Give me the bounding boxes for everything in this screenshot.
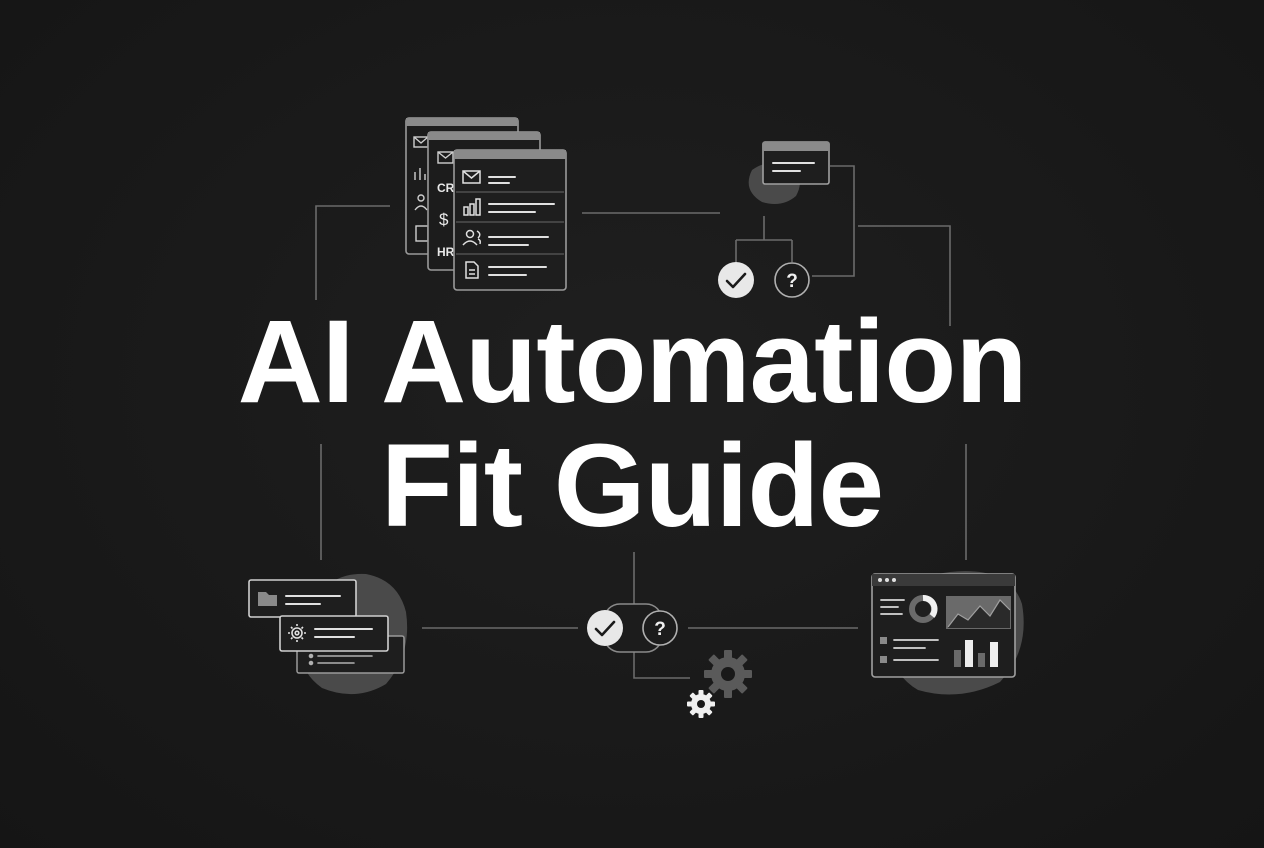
dashboard-window <box>871 571 1024 695</box>
users-icon <box>414 194 428 211</box>
bar-chart-icon <box>414 168 426 180</box>
dollar-symbol: $ <box>439 210 449 229</box>
question-circle-icon: ? <box>642 610 678 646</box>
decision-toggle: ? <box>587 603 678 653</box>
area-chart-icon <box>946 596 1011 629</box>
title-line-1: AI Automation <box>237 296 1028 428</box>
users-icon <box>462 229 481 246</box>
gear-icon <box>704 650 752 698</box>
list-bullets <box>880 637 887 663</box>
check-circle-icon <box>587 610 623 646</box>
folder-icon <box>258 592 277 606</box>
connector-flow-loop <box>812 165 855 277</box>
file-card-settings <box>279 615 389 652</box>
connector-lines <box>315 165 967 679</box>
file-card-folder <box>248 579 357 618</box>
file-card-stack <box>248 573 408 695</box>
connector-top-left <box>315 205 390 300</box>
svg-text:?: ? <box>654 619 666 640</box>
check-circle-icon <box>718 262 754 298</box>
document-stack: CR $ HR <box>405 117 567 291</box>
svg-text:?: ? <box>786 271 798 292</box>
connector-bottom-center <box>633 552 690 679</box>
crm-label: CR <box>437 181 455 195</box>
hero-title: AI Automation Fit Guide <box>0 300 1264 548</box>
hr-label: HR <box>437 245 455 259</box>
document-card-front <box>453 149 567 291</box>
mail-icon <box>437 151 454 164</box>
small-gear-icon <box>687 690 715 718</box>
window-dots <box>878 578 896 582</box>
bar-chart-icon <box>954 640 998 667</box>
title-line-2: Fit Guide <box>380 420 884 552</box>
question-circle-icon: ? <box>774 262 810 298</box>
connector-flow-tree <box>735 216 793 262</box>
flow-decision-node: ? <box>718 141 830 298</box>
gear-icon <box>288 624 306 642</box>
donut-chart-icon <box>909 595 938 623</box>
bar-chart-icon <box>463 198 481 216</box>
mail-icon <box>462 170 481 184</box>
connector-top-right <box>858 225 951 326</box>
document-icon <box>465 261 479 279</box>
